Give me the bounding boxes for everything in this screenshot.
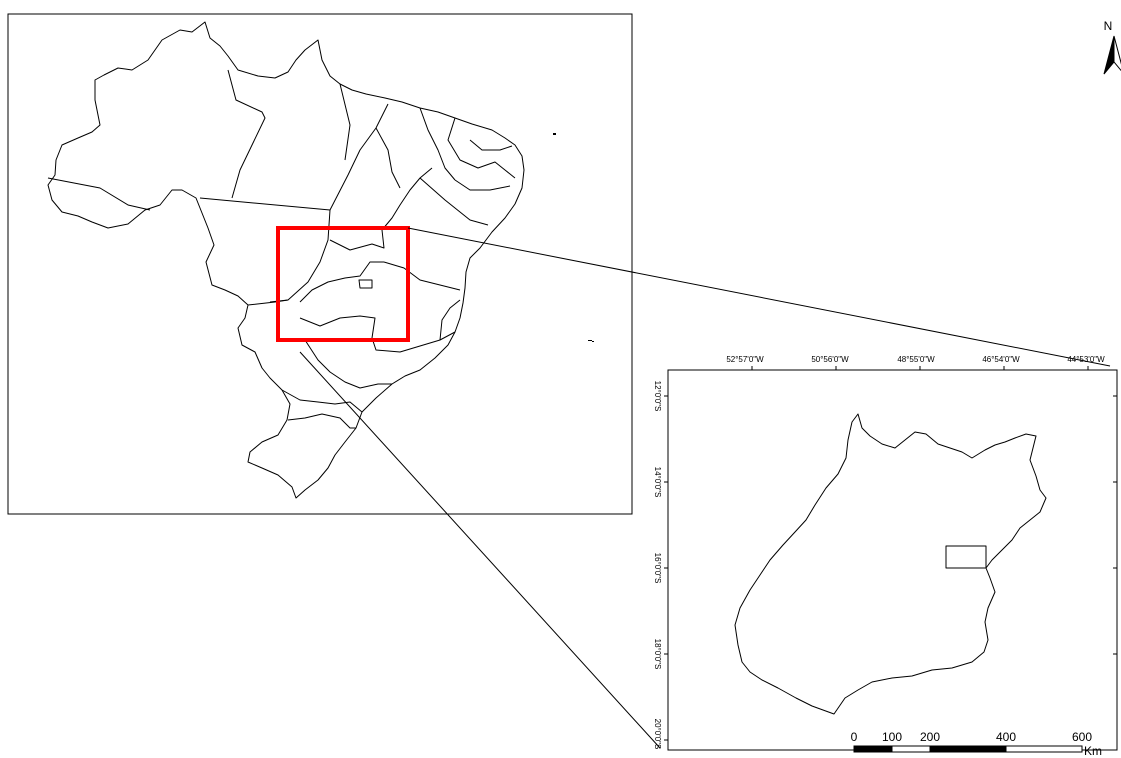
scale-segment-3 [929,745,1007,753]
state-border [439,299,461,341]
goias-outline [734,413,1047,715]
island [588,340,592,341]
scale-segment-4 [1005,745,1083,753]
lat-label: 12°0'0"S [653,381,662,412]
brazil-outline [47,21,525,499]
lat-label: 16°0'0"S [653,553,662,584]
state-border [375,127,401,189]
study-area-highlight [276,226,410,342]
state-border [469,139,513,151]
lat-label: 14°0'0"S [653,467,662,498]
scale-segment-1 [853,745,893,753]
scale-label: 400 [996,730,1016,744]
state-border [47,177,151,211]
lon-label: 52°57'0"W [726,355,764,364]
lon-label: 48°55'0"W [897,355,935,364]
state-border [419,107,456,181]
scale-label: 0 [851,730,858,744]
goias-map [734,413,1047,715]
state-border [329,229,385,251]
lon-label: 46°54'0"W [982,355,1020,364]
federal-district-inset [945,545,987,569]
state-border [447,117,516,179]
connector-line-bottom [299,351,661,749]
state-border [419,177,489,226]
state-border [199,103,389,211]
inset-latitude-ticks [664,395,1117,741]
north-arrow: N [1103,19,1121,75]
brazil-map-frame [7,13,633,515]
state-border [247,299,289,306]
islands [553,133,594,342]
state-border [381,167,433,231]
connector-line-top [407,227,1111,367]
north-arrow-icon-right [1113,35,1121,72]
lat-label: 20°0'0"S [653,719,662,750]
state-border [304,339,392,389]
state-border [299,261,384,303]
lon-label: 50°56'0"W [811,355,849,364]
federal-district [358,279,373,289]
north-arrow-icon [1103,35,1115,75]
inset-latitude-labels: 12°0'0"S 14°0'0"S 16°0'0"S 18°0'0"S 20°0… [653,381,662,750]
scale-label: 600 [1072,730,1092,744]
scale-label: 200 [920,730,940,744]
inset-map-frame [667,369,1118,751]
state-border [287,413,356,429]
scale-label: 100 [882,730,902,744]
lat-label: 18°0'0"S [653,639,662,670]
state-border [281,389,363,413]
scale-segment-2 [891,745,931,753]
inset-longitude-labels: 52°57'0"W 50°56'0"W 48°55'0"W 46°54'0"W … [726,355,1105,364]
island [592,341,594,342]
scale-unit: Km [1084,744,1102,758]
north-arrow-label: N [1104,19,1113,33]
state-border [339,83,351,161]
state-border [383,261,461,291]
state-border [454,179,511,191]
scale-bar: 0 100 200 400 600 Km [851,730,1102,758]
lon-label: 44°53'0"W [1067,355,1105,364]
island [553,133,556,135]
state-border [227,69,266,199]
inset-longitude-ticks [751,366,1089,370]
